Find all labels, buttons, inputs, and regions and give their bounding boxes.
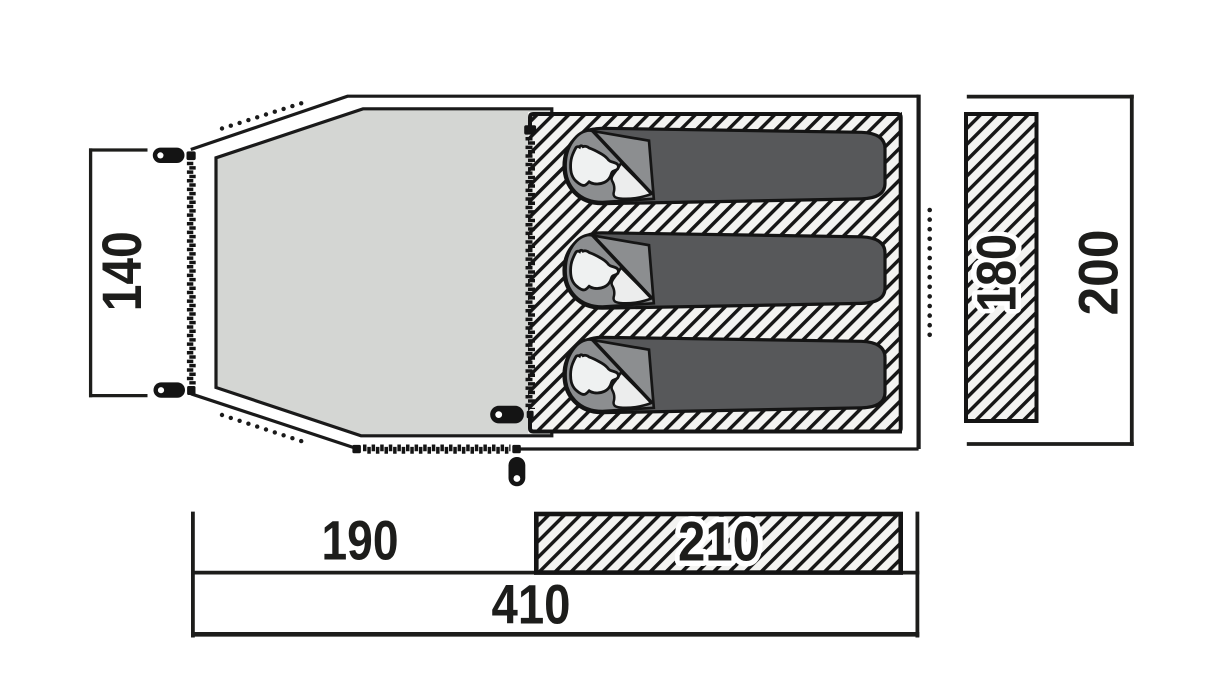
svg-text:180: 180 — [964, 234, 1027, 312]
svg-text:190: 190 — [322, 508, 399, 571]
svg-text:210: 210 — [678, 509, 760, 572]
svg-text:410: 410 — [492, 572, 571, 635]
svg-text:210: 210 — [678, 509, 760, 572]
svg-text:140: 140 — [90, 231, 153, 311]
svg-text:200: 200 — [1066, 230, 1129, 316]
svg-text:180: 180 — [964, 234, 1027, 312]
